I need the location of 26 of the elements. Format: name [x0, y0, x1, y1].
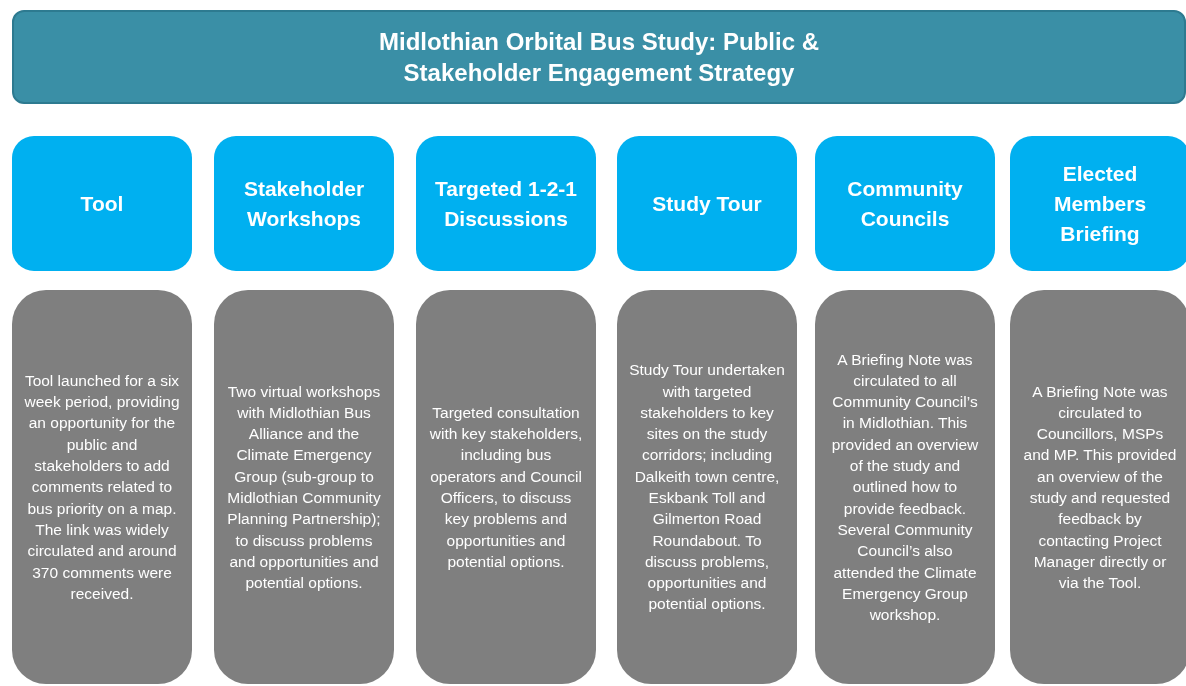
- heading-box: [617, 136, 797, 271]
- heading-text: Stakeholder Workshops: [242, 175, 366, 232]
- description-box: [214, 290, 394, 684]
- description-text: Targeted consultation with key stakeholders, including bus operators and Council Officers, to discuss key problems and opportunities and potential options.: [428, 402, 584, 572]
- description-box: [815, 290, 995, 684]
- description-box: [1010, 290, 1186, 684]
- description-text: Tool launched for a six week period, providing an opportunity for the public and stakeholders to add comments related to bus priority on a map. The link was widely circulated and around 370 comments were received.: [24, 370, 180, 604]
- heading-box: [12, 136, 192, 271]
- description-text: A Briefing Note was circulated to all Community Council’s in Midlothian. This provided an overview of the study and outlined how to provide feedback. Several Community Council’s also attended the Climate Emergency Group workshop.: [830, 349, 980, 626]
- heading-text: Elected Members Briefing: [1052, 160, 1148, 247]
- heading-text: Tool: [80, 190, 124, 217]
- description-box: [416, 290, 596, 684]
- heading-box: [1010, 136, 1186, 271]
- heading-text: Targeted 1-2-1 Discussions: [434, 175, 578, 232]
- description-text: Two virtual workshops with Midlothian Bus Alliance and the Climate Emergency Group (sub-group to Midlothian Community Planning Partnership); to discuss problems and opportunities and potential options.: [226, 381, 382, 594]
- heading-box: [214, 136, 394, 271]
- title-banner: [12, 10, 1186, 104]
- heading-box: [815, 136, 995, 271]
- heading-text: Community Councils: [846, 175, 964, 232]
- description-box: [12, 290, 192, 684]
- heading-text: Study Tour: [652, 190, 762, 217]
- title-text: Midlothian Orbital Bus Study: Public & Stakeholder Engagement Strategy: [378, 27, 820, 88]
- description-text: Study Tour undertaken with targeted stakeholders to key sites on the study corridors; including Dalkeith town centre, Eskbank Toll and Gilmerton Road Roundabout. To discuss problems, opportunities and potential options.: [629, 360, 785, 615]
- description-text: A Briefing Note was circulated to Councillors, MSPs and MP. This provided an overview of the study and requested feedback by contacting Project Manager directly or via the Tool.: [1022, 381, 1178, 594]
- description-box: [617, 290, 797, 684]
- heading-box: [416, 136, 596, 271]
